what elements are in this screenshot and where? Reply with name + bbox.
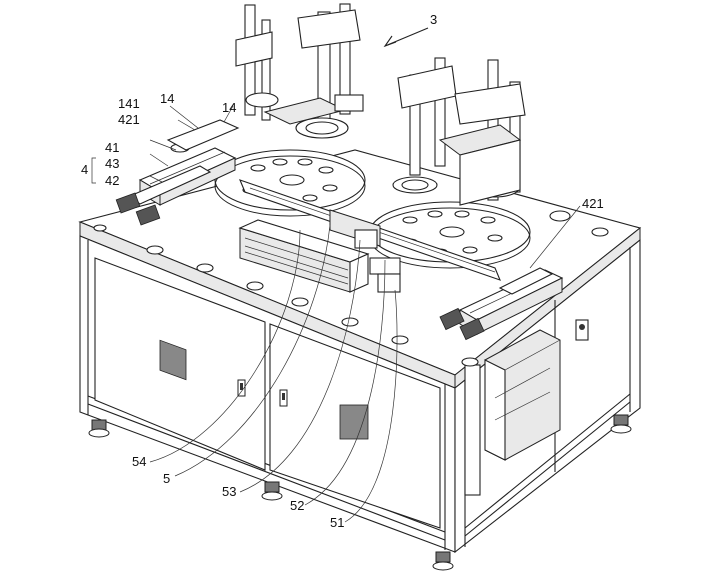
left-feed-module xyxy=(115,119,240,226)
electrical-box xyxy=(484,329,561,461)
left-door-vent xyxy=(159,339,187,381)
label-421-right: 421 xyxy=(582,196,604,211)
label-14-right: 14 xyxy=(222,100,236,115)
label-3: 3 xyxy=(430,12,437,27)
right-press-unit xyxy=(392,57,526,206)
left-press-unit xyxy=(235,3,364,139)
label-421-left: 421 xyxy=(118,112,140,127)
linear-slide-module xyxy=(238,219,370,293)
right-door xyxy=(269,323,441,529)
label-54: 54 xyxy=(132,454,146,469)
label-4: 4 xyxy=(81,162,88,177)
right-motor-2 xyxy=(459,317,485,341)
label-5: 5 xyxy=(163,471,170,486)
label-141: 141 xyxy=(118,96,140,111)
reference-labels: 3 141 14 14 421 4 41 43 42 421 54 5 53 5… xyxy=(81,12,604,530)
label-43: 43 xyxy=(105,156,119,171)
right-motor-1 xyxy=(439,307,465,331)
leveling-feet xyxy=(88,414,632,571)
leader-lines xyxy=(91,27,581,523)
table-holes xyxy=(93,210,609,367)
label-53: 53 xyxy=(222,484,236,499)
label-14-left: 14 xyxy=(160,91,174,106)
transfer-rail xyxy=(239,179,501,293)
left-motor-2 xyxy=(135,204,161,226)
cabinet xyxy=(78,149,642,571)
left-motor-1 xyxy=(115,192,141,214)
label-42: 42 xyxy=(105,173,119,188)
left-door xyxy=(94,257,266,471)
right-feed-module xyxy=(439,267,564,341)
right-door-vent xyxy=(339,404,369,440)
label-41: 41 xyxy=(105,140,119,155)
label-52: 52 xyxy=(290,498,304,513)
label-51: 51 xyxy=(330,515,344,530)
